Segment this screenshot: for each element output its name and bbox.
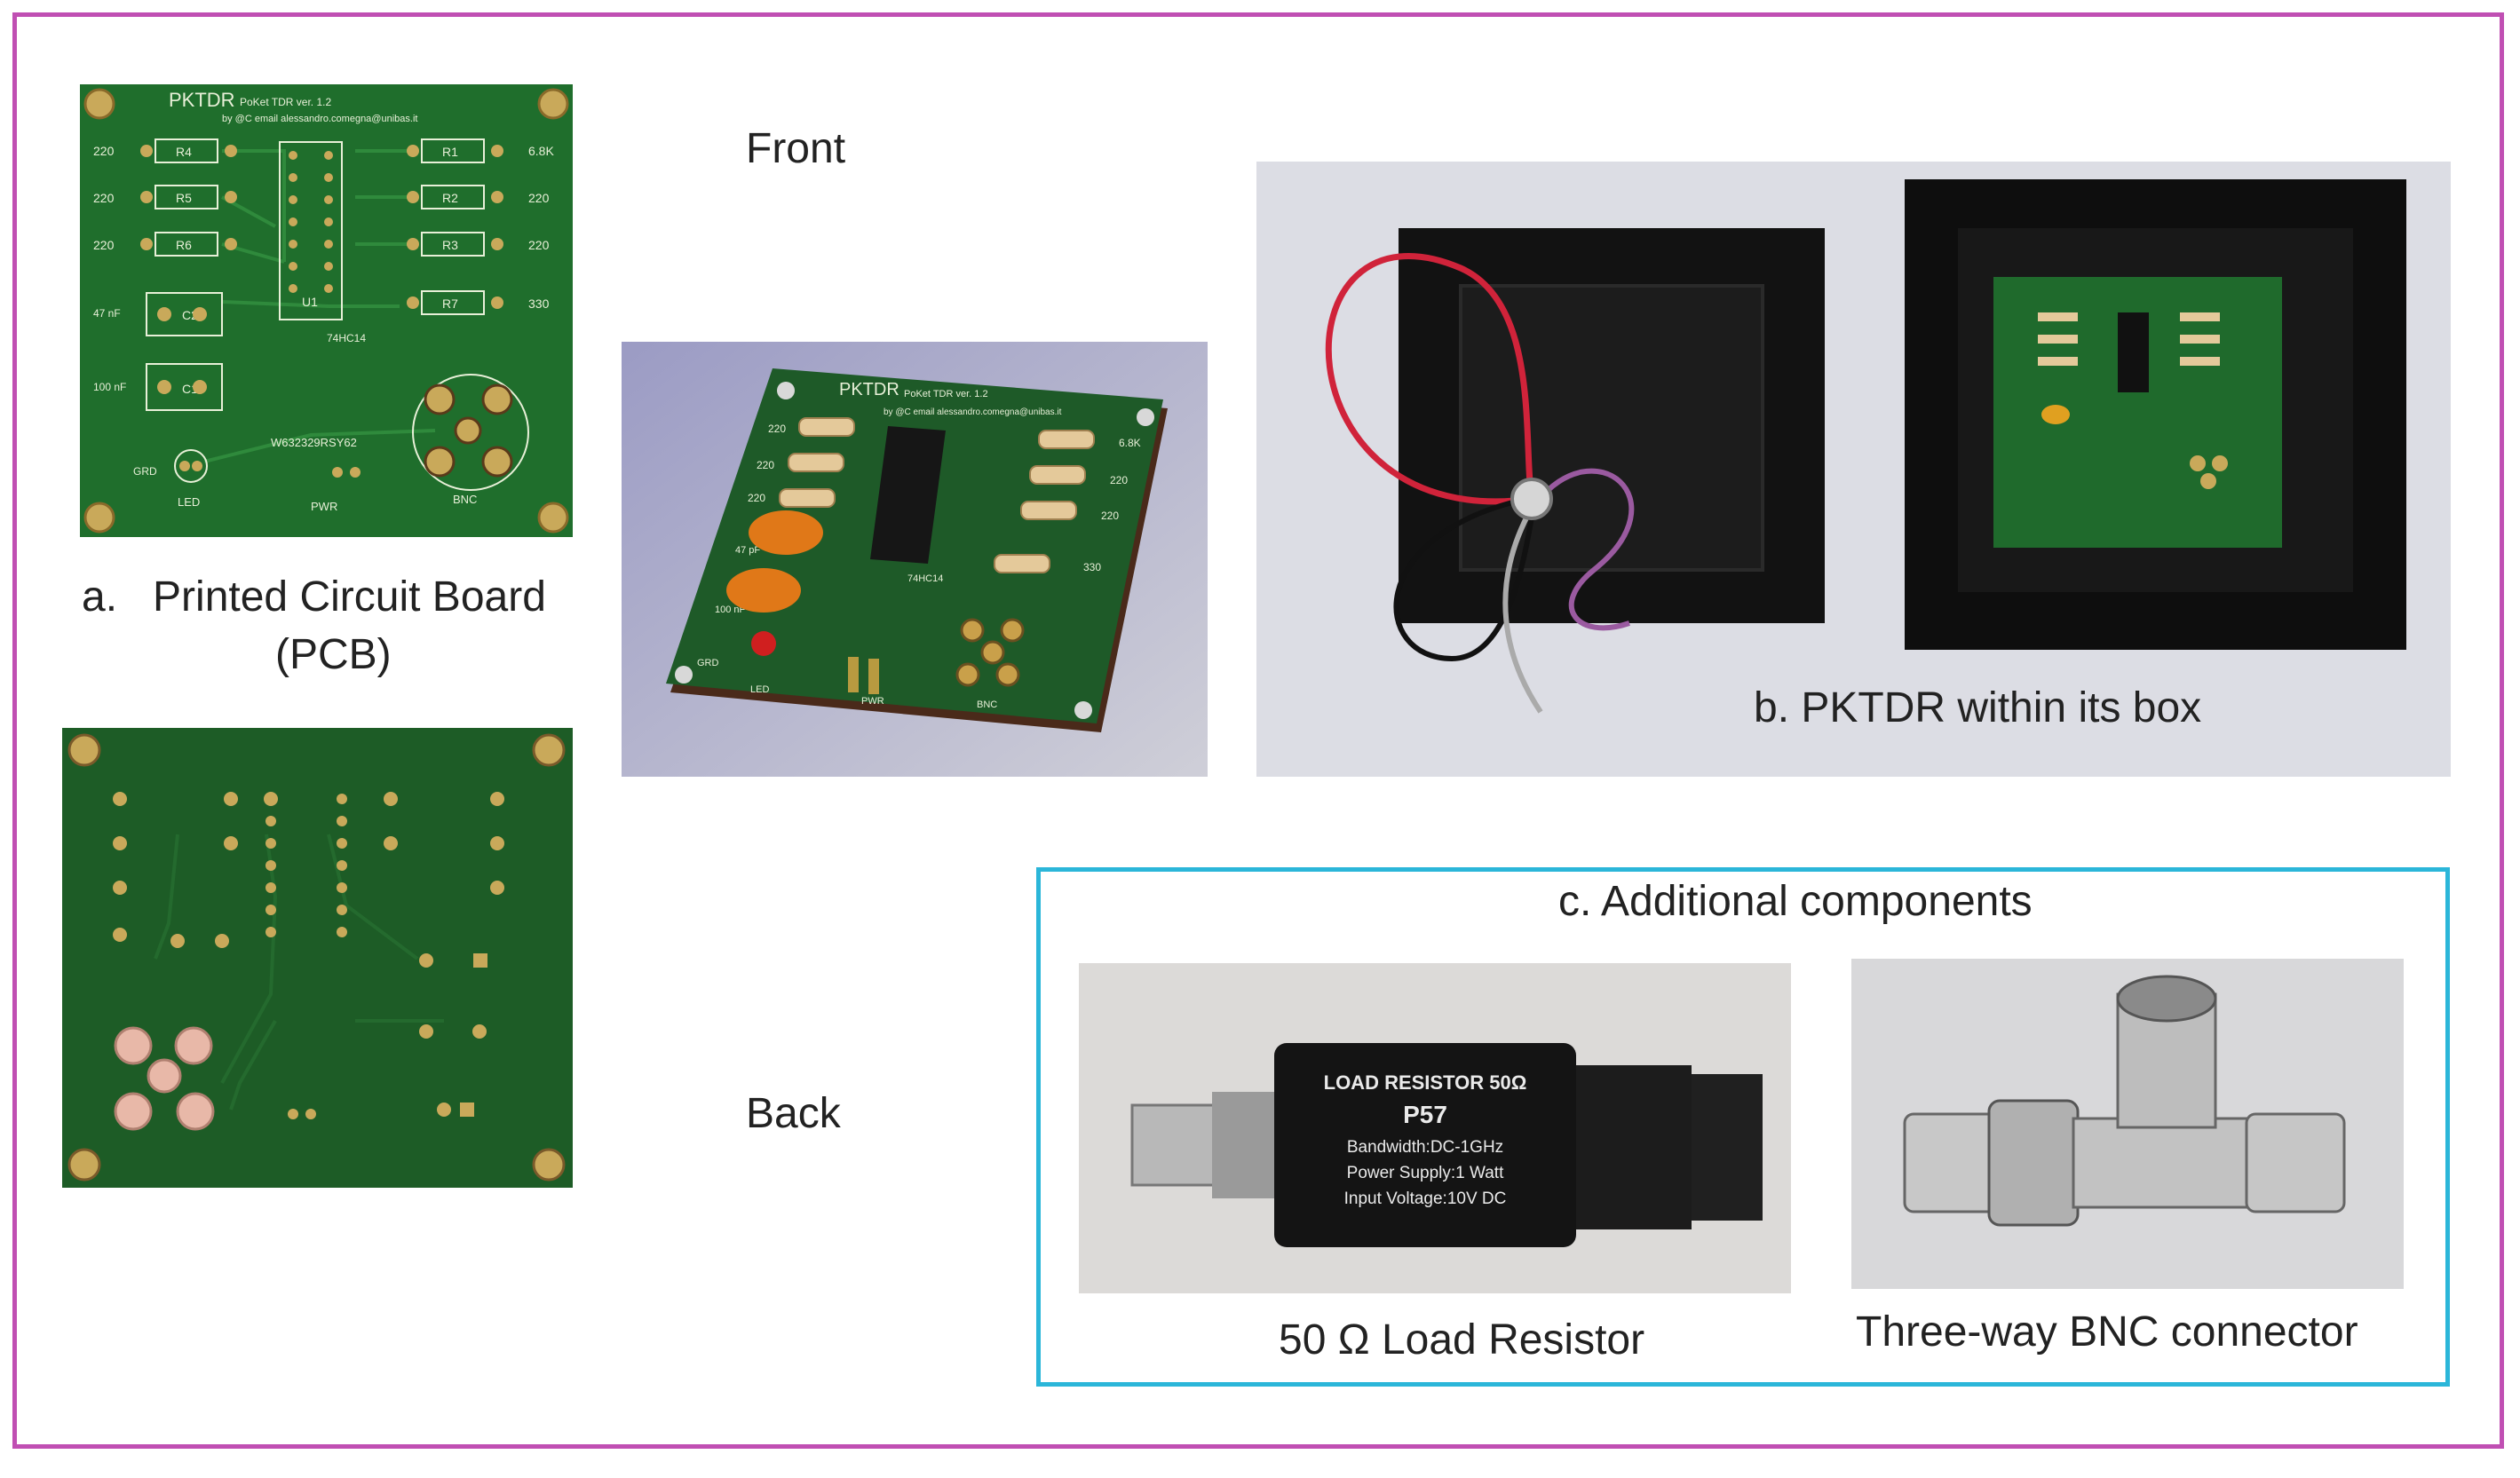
svg-text:R6: R6	[176, 238, 192, 252]
pktdr-box-photo	[1256, 162, 2451, 777]
svg-text:220: 220	[1101, 510, 1119, 522]
svg-text:R2: R2	[442, 191, 458, 205]
svg-text:47 nF: 47 nF	[93, 307, 121, 320]
svg-text:R5: R5	[176, 191, 192, 205]
svg-text:R3: R3	[442, 238, 458, 252]
render-subtitle: PoKet TDR ver. 1.2	[904, 389, 988, 399]
load-resistor-photo: LOAD RESISTOR 50Ω P57 Bandwidth:DC-1GHz …	[1079, 963, 1791, 1293]
ic-u1: U1 74HC14	[279, 141, 366, 344]
svg-text:220: 220	[1110, 474, 1128, 486]
resistor-r6: 220 R6	[93, 232, 218, 257]
svg-text:220: 220	[768, 423, 786, 435]
svg-text:GRD: GRD	[697, 658, 719, 668]
svg-text:R1: R1	[442, 145, 458, 159]
svg-text:6.8K: 6.8K	[1119, 437, 1141, 449]
capacitor-c1: 100 nF C1	[93, 363, 223, 411]
load-label-line2: P57	[1403, 1101, 1447, 1128]
svg-text:330: 330	[528, 296, 550, 311]
pcb-pwr-label: PWR	[311, 500, 337, 513]
back-label: Back	[746, 1090, 841, 1137]
svg-text:220: 220	[757, 459, 774, 471]
render-title: PKTDR	[839, 380, 899, 399]
svg-text:R4: R4	[176, 145, 192, 159]
resistor-r1: R1 6.8K	[421, 138, 554, 163]
svg-text:74HC14: 74HC14	[327, 332, 366, 344]
pcb-back-photo	[62, 728, 573, 1188]
pcb-serial: W632329RSY62	[271, 436, 357, 449]
svg-text:220: 220	[93, 144, 115, 158]
resistor-r3: R3 220	[421, 232, 550, 257]
svg-text:220: 220	[93, 238, 115, 252]
svg-text:PWR: PWR	[861, 696, 884, 707]
pcb-front-photo: PKTDR PoKet TDR ver. 1.2 by @C email ale…	[80, 84, 573, 537]
load-resistor-caption: 50 Ω Load Resistor	[1279, 1316, 1645, 1363]
svg-text:220: 220	[528, 191, 550, 205]
resistor-r5: 220 R5	[93, 185, 218, 209]
svg-text:220: 220	[93, 191, 115, 205]
load-label-line4: Power Supply:1 Watt	[1347, 1164, 1504, 1182]
additional-title: c. Additional components	[1558, 878, 2033, 925]
resistor-r4: 220 R4	[93, 138, 218, 163]
svg-text:U1: U1	[302, 295, 318, 309]
resistor-r7: R7 330	[421, 290, 550, 315]
pcb-grd-label: GRD	[133, 465, 157, 478]
svg-text:47 pF: 47 pF	[735, 545, 760, 556]
front-label: Front	[746, 125, 846, 172]
load-label-line1: LOAD RESISTOR 50Ω	[1324, 1071, 1527, 1094]
pcb-subtitle: PoKet TDR ver. 1.2	[240, 96, 331, 108]
pcb-email: by @C email alessandro.comegna@unibas.it	[222, 114, 417, 124]
pcb-caption-line1: a. Printed Circuit Board	[82, 573, 546, 620]
resistor-r2: R2 220	[421, 185, 550, 209]
render-email: by @C email alessandro.comegna@unibas.it	[884, 407, 1062, 417]
svg-text:R7: R7	[442, 296, 458, 311]
pcb-led-label: LED	[178, 495, 200, 509]
render-chip-label: 74HC14	[907, 573, 943, 584]
bnc-connector-photo	[1851, 959, 2404, 1289]
svg-text:330: 330	[1083, 561, 1101, 573]
pcb-3d-render: PKTDR PoKet TDR ver. 1.2 by @C email ale…	[622, 342, 1208, 777]
svg-text:100 nF: 100 nF	[715, 605, 746, 615]
pcb-caption-line2: (PCB)	[275, 631, 392, 678]
svg-text:LED: LED	[750, 684, 769, 695]
load-label-line3: Bandwidth:DC-1GHz	[1347, 1138, 1503, 1157]
svg-text:220: 220	[748, 492, 765, 504]
pcb-title: PKTDR	[169, 89, 235, 111]
pcb-bnc-label: BNC	[453, 493, 477, 506]
additional-components-box	[1036, 867, 2450, 1387]
figure-frame	[12, 12, 2504, 1449]
bnc-connector-caption: Three-way BNC connector	[1856, 1308, 2358, 1355]
box-caption: b. PKTDR within its box	[1754, 684, 2202, 731]
svg-text:6.8K: 6.8K	[528, 144, 554, 158]
svg-text:220: 220	[528, 238, 550, 252]
svg-text:BNC: BNC	[977, 699, 997, 710]
svg-text:100 nF: 100 nF	[93, 381, 126, 393]
load-label-line5: Input Voltage:10V DC	[1344, 1190, 1507, 1208]
